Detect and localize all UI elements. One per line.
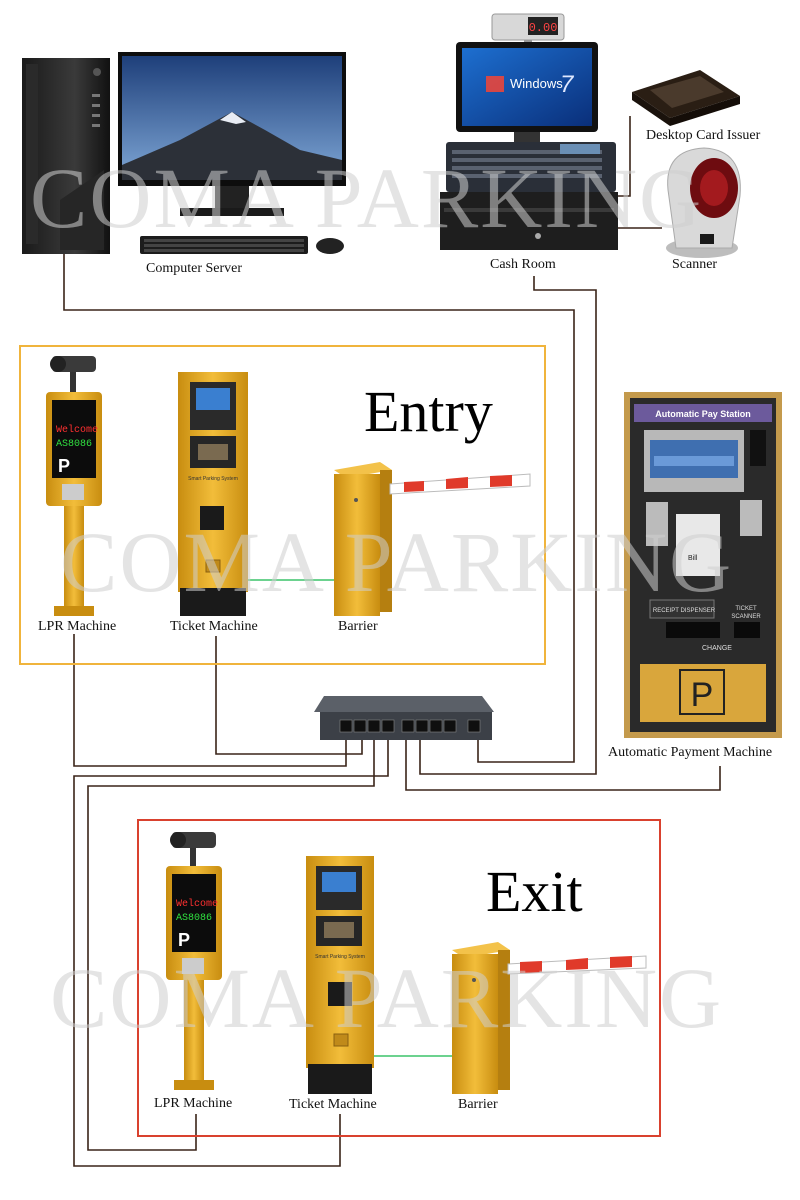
- parking-sign-apm: P: [691, 676, 714, 714]
- entry-lpr-machine: Welcome AS8086 P: [46, 356, 102, 616]
- entry-lpr-line1: Welcome: [56, 424, 98, 436]
- entry-lpr-line2: AS8086: [56, 439, 92, 450]
- watermark-middle: COMA PARKING: [60, 514, 734, 610]
- cable-payment-machine: [405, 736, 721, 791]
- exit-barrier-arm: [507, 955, 647, 975]
- watermark-top: COMA PARKING: [30, 150, 704, 246]
- cable-exit-lpr: [87, 736, 375, 1151]
- watermark-bottom: COMA PARKING: [50, 950, 724, 1046]
- exit-barrier-label: Barrier: [458, 1097, 498, 1112]
- cable-exit-ticket: [73, 736, 389, 1167]
- pole-display-value: 0.00: [529, 21, 558, 35]
- entry-frame: [19, 345, 546, 665]
- cash-room-pos: 0.00 Windows 7: [440, 13, 618, 250]
- entry-lpr-label: LPR Machine: [38, 619, 117, 634]
- entry-barrier-label: Barrier: [338, 619, 378, 634]
- desktop-card-issuer-label: Desktop Card Issuer: [646, 128, 761, 143]
- cable-entry-ticket: [215, 636, 363, 755]
- cable-cash-room: [419, 276, 597, 775]
- automatic-payment-machine: Automatic Pay Station Bill RECEIPT DISPE…: [624, 392, 782, 738]
- exit-lpr-line2: AS8086: [176, 913, 212, 924]
- entry-ticket-brand: Smart Parking System: [188, 476, 238, 482]
- cable-server: [63, 254, 575, 763]
- exit-lpr-machine: Welcome AS8086 P: [166, 832, 222, 1090]
- exit-frame: [137, 819, 661, 1137]
- exit-title: Exit: [486, 859, 583, 924]
- ticket-scanner-label-1: TICKET: [735, 606, 757, 612]
- entry-title: Entry: [364, 379, 493, 444]
- cable-card-issuer: [616, 116, 631, 197]
- change-label: CHANGE: [702, 645, 732, 652]
- receipt-dispenser-label: RECEIPT DISPENSER: [653, 608, 716, 614]
- exit-ticket-brand: Smart Parking System: [315, 954, 365, 960]
- exit-ticket-machine: Smart Parking System: [306, 856, 374, 1094]
- entry-ticket-machine: Smart Parking System: [178, 372, 248, 616]
- barcode-scanner: [666, 147, 741, 258]
- os-version-text: 7: [560, 71, 575, 98]
- computer-server-label: Computer Server: [146, 261, 243, 276]
- pay-bill-label: Bill: [688, 555, 698, 562]
- entry-lpr-sign: P: [58, 456, 70, 476]
- cash-drawer: [440, 192, 618, 250]
- desktop-card-issuer: [632, 70, 740, 126]
- automatic-payment-machine-label: Automatic Payment Machine: [608, 745, 773, 760]
- os-logo-text: Windows: [510, 76, 563, 91]
- cash-room-label: Cash Room: [490, 257, 556, 272]
- exit-lpr-label: LPR Machine: [154, 1096, 233, 1111]
- exit-barrier: [452, 942, 647, 1094]
- pay-station-header: Automatic Pay Station: [655, 409, 751, 419]
- scanner-label: Scanner: [672, 257, 718, 272]
- mouse: [316, 238, 344, 254]
- cable-entry-lpr: [73, 634, 347, 767]
- cables: [63, 116, 721, 1167]
- network-switch: [314, 696, 494, 740]
- computer-server: [22, 52, 346, 254]
- ticket-scanner-label-2: SCANNER: [731, 614, 761, 620]
- entry-barrier-arm: [389, 473, 531, 495]
- entry-barrier: [334, 462, 531, 616]
- exit-lpr-sign: P: [178, 930, 190, 950]
- entry-ticket-label: Ticket Machine: [170, 619, 258, 634]
- exit-lpr-line1: Welcome: [176, 898, 218, 910]
- exit-ticket-label: Ticket Machine: [289, 1097, 377, 1112]
